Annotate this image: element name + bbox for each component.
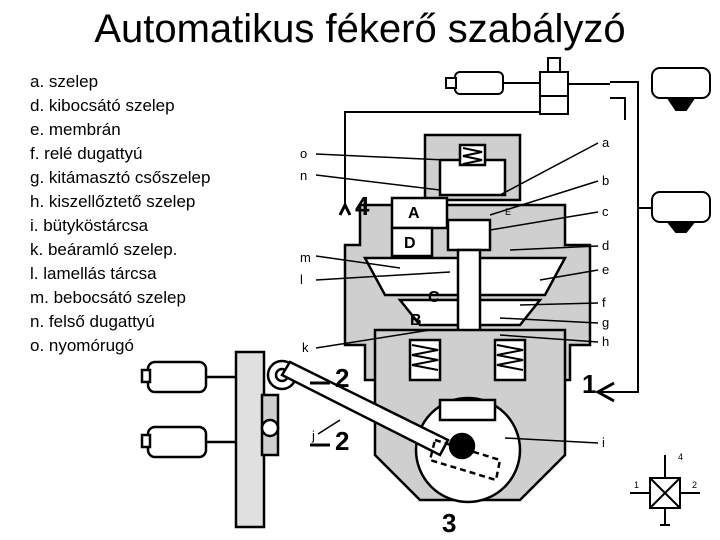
port-1: 1 xyxy=(582,369,596,399)
legend-item: e. membrán xyxy=(30,120,121,139)
callout-g: g xyxy=(602,315,609,330)
symbol-label-2: 2 xyxy=(692,480,697,490)
legend-item: a. szelep xyxy=(30,72,99,91)
callout-n: n xyxy=(300,168,307,183)
chamber-d: D xyxy=(404,235,416,252)
legend-item: l. lamellás tárcsa xyxy=(30,264,157,283)
legend-item: o. nyomórugó xyxy=(30,336,134,355)
spring-coils xyxy=(411,147,524,371)
callout-l: l xyxy=(300,272,303,287)
callout-a: a xyxy=(602,135,610,150)
symbol-label-1: 1 xyxy=(634,480,639,490)
top-valve-group xyxy=(445,57,711,233)
callout-c: c xyxy=(602,204,609,219)
legend-item: h. kiszellőztető szelep xyxy=(30,192,196,211)
leader-lines xyxy=(315,142,599,444)
legend-item: d. kibocsátó szelep xyxy=(30,96,175,115)
callout-j: j xyxy=(311,428,315,443)
legend-item: i. bütyköstárcsa xyxy=(30,216,149,235)
port-2-lower: 2 xyxy=(335,426,349,456)
callout-o: o xyxy=(300,146,307,161)
regulator-body xyxy=(343,133,592,504)
valve-symbol xyxy=(630,455,700,526)
page-title: Automatikus fékerő szabályzó xyxy=(94,7,626,51)
chamber-a: A xyxy=(408,205,420,222)
air-lines xyxy=(344,81,652,393)
callout-e: e xyxy=(602,262,609,277)
symbol-label-4: 4 xyxy=(678,452,683,462)
callout-b: b xyxy=(602,173,609,188)
callout-h: h xyxy=(602,334,609,349)
port-2-upper: 2 xyxy=(335,363,349,393)
legend-item: g. kitámasztó csőszelep xyxy=(30,168,211,187)
callout-k: k xyxy=(302,340,309,355)
callout-m: m xyxy=(300,250,311,265)
chamber-b: B xyxy=(410,312,422,329)
chamber-e: E xyxy=(505,207,511,217)
callout-d: d xyxy=(602,238,609,253)
legend-item: k. beáramló szelep. xyxy=(30,240,178,259)
port-4: 4 xyxy=(355,191,370,221)
port-3: 3 xyxy=(442,508,456,538)
chamber-c: C xyxy=(428,289,440,306)
legend-item: m. bebocsátó szelep xyxy=(30,288,186,307)
legend-item: n. felső dugattyú xyxy=(30,312,155,331)
callout-f: f xyxy=(602,295,606,310)
legend-item: f. relé dugattyú xyxy=(30,144,143,163)
legend-list: a. szelep d. kibocsátó szelep e. membrán… xyxy=(30,70,210,358)
linkage-group xyxy=(140,350,502,529)
callout-i: i xyxy=(602,435,605,450)
flow-arrows xyxy=(310,201,615,447)
